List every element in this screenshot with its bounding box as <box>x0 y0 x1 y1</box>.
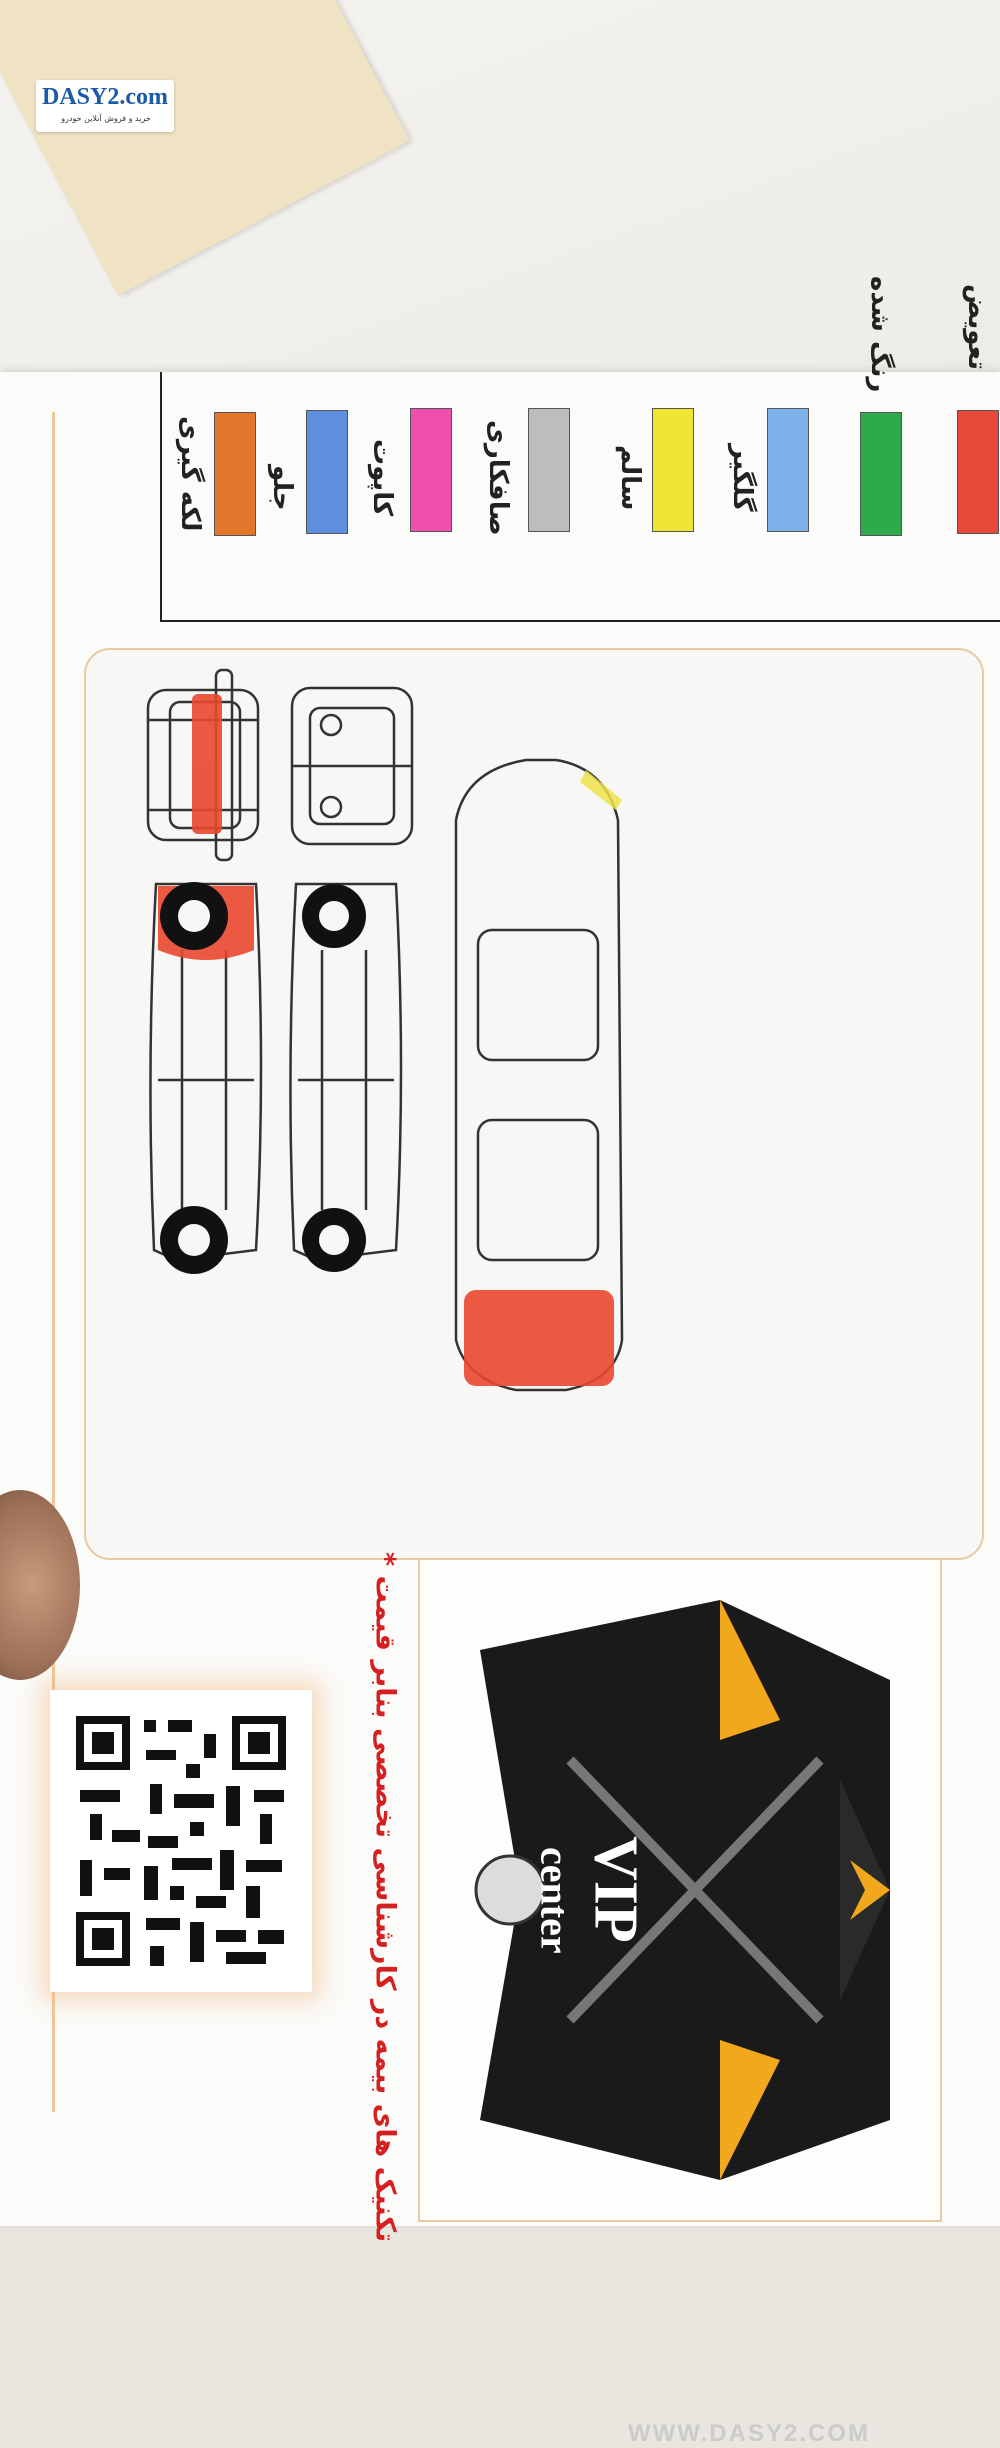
warning-note: * تکنیک های بیمه در کارشناسی تخصصی بنابر… <box>369 1551 401 2243</box>
swatch-3 <box>767 408 809 532</box>
damage-mark-rear <box>192 694 222 834</box>
legend-label-3: گلگیر <box>727 444 757 512</box>
color-legend: تعویض رنگ شده گلگیر سالم صافکاری کاپوت ج… <box>160 276 1000 622</box>
swatch-4 <box>652 408 694 532</box>
legend-label-7: جلو <box>267 465 297 511</box>
legend-label-1: تعویض <box>962 284 992 370</box>
qr-code-card <box>50 1690 312 1992</box>
car-front-view <box>290 686 414 846</box>
logo-brand: DASY2.com <box>42 84 168 110</box>
legend-label-8: لکه گیری <box>175 416 205 532</box>
damage-mark-top-rear <box>464 1290 614 1386</box>
qr-code <box>72 1712 290 1970</box>
inspection-sheet: تعویض رنگ شده گلگیر سالم صافکاری کاپوت ج… <box>0 276 1000 2447</box>
swatch-1 <box>957 410 999 534</box>
swatch-6 <box>410 408 452 532</box>
vip-subtitle: center <box>532 1846 578 1954</box>
swatch-5 <box>528 408 570 532</box>
swatch-8 <box>214 412 256 536</box>
swatch-2 <box>860 412 902 536</box>
legend-label-2: رنگ شده <box>865 275 895 393</box>
site-watermark: WWW.DASY2.COM <box>628 2420 870 2447</box>
legend-label-5: صافکاری <box>483 420 513 536</box>
car-outline-drawing <box>146 668 624 1392</box>
vip-center-logo <box>474 1600 890 2180</box>
vip-title: VIP <box>581 1835 650 1943</box>
legend-label-6: کاپوت <box>367 439 397 517</box>
dasy2-logo: DASY2.com خرید و فروش آنلاین خودرو <box>36 80 174 132</box>
sheet-border-line <box>52 412 55 2112</box>
swatch-7 <box>306 410 348 534</box>
logo-tagline: خرید و فروش آنلاین خودرو <box>61 114 151 123</box>
highlight-mark-top <box>580 770 622 810</box>
legend-label-4: سالم <box>615 445 645 511</box>
car-damage-diagram <box>84 648 984 1560</box>
vip-center-card: VIP center <box>418 1558 942 2222</box>
